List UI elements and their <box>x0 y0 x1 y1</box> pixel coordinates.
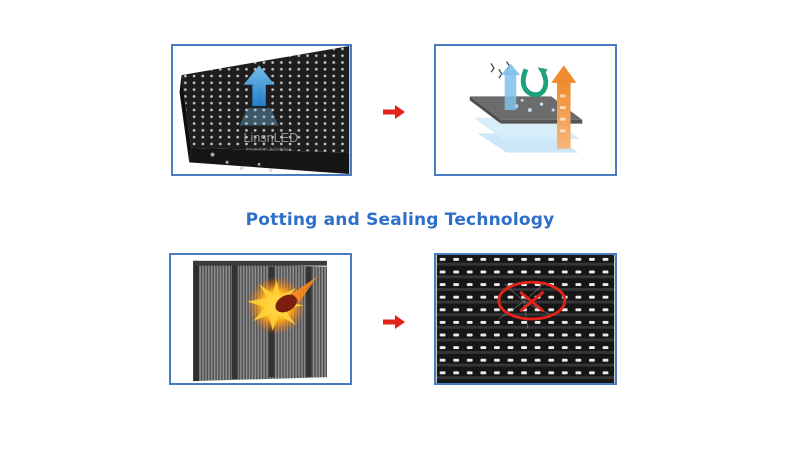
brand-watermark: LinsnLED Innovation & Solution <box>244 131 299 153</box>
intact-module-illustration <box>436 255 615 383</box>
heat-dissipation-arrow-icon <box>551 65 577 149</box>
watermark-brand-text: LinsnLED <box>244 131 299 145</box>
sealing-layers-illustration <box>436 46 615 174</box>
potted-module-illustration: LinsnLED Innovation & Solution <box>173 46 350 174</box>
stone-icon <box>275 276 318 313</box>
impact-resistant-surface-image <box>434 253 617 385</box>
watermark-tagline-text: Innovation & Solution <box>246 147 292 153</box>
sealing-layers-image <box>434 44 617 176</box>
impact-screen-illustration <box>171 255 350 383</box>
led-module-potting-image: LinsnLED Innovation & Solution <box>171 44 352 176</box>
upward-arrow-icon <box>239 65 279 126</box>
page-title: Potting and Sealing Technology <box>245 210 555 230</box>
arrow-right-icon <box>383 104 405 119</box>
cross-circle-icon <box>497 280 567 321</box>
impact-test-image <box>169 253 352 385</box>
arrow-right-icon <box>383 314 405 329</box>
